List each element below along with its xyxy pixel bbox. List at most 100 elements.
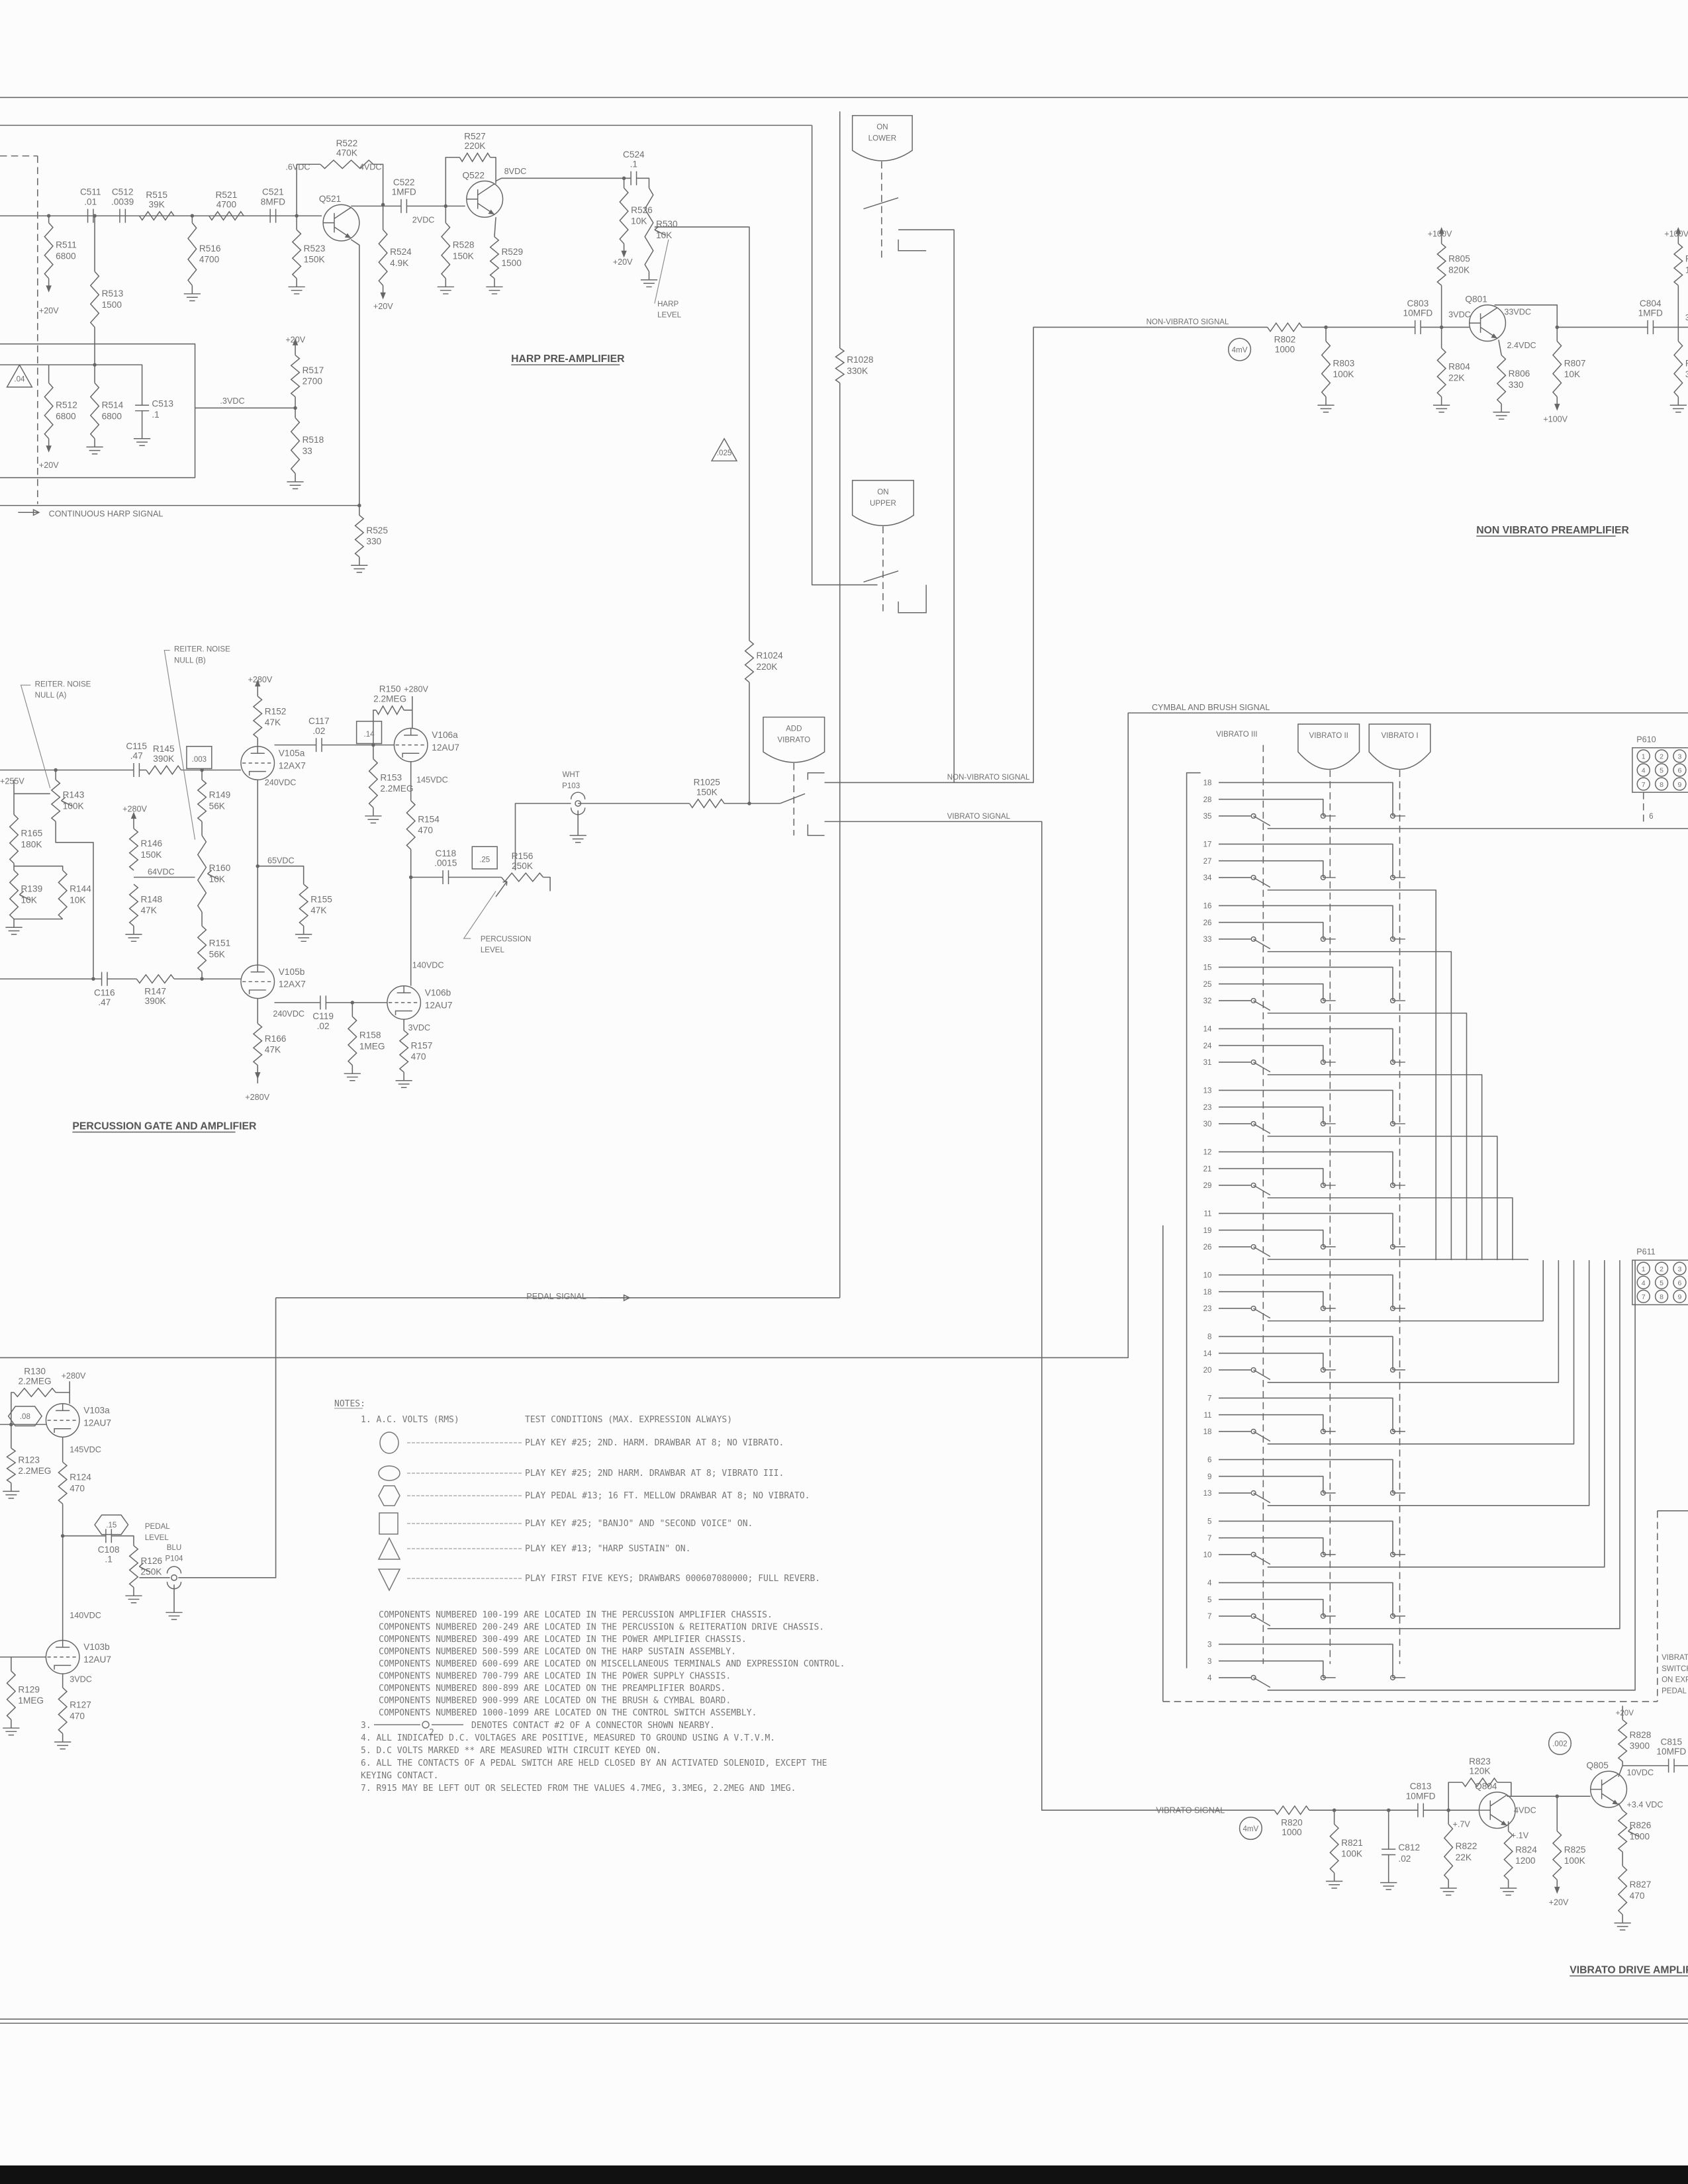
vibrato-input-label: VIBRATO SIGNAL	[1156, 1805, 1225, 1815]
wire	[1219, 1537, 1324, 1555]
resistor-r144	[58, 870, 68, 920]
test-condition-text: PLAY KEY #25; 2ND. HARM. DRAWBAR AT 8; N…	[525, 1438, 784, 1448]
resistor-r825	[1552, 1831, 1562, 1880]
connector-pin-icon	[1636, 1289, 1650, 1304]
r144-ref-label: R144	[70, 884, 91, 894]
resistor-r150	[375, 705, 404, 715]
wire	[636, 177, 650, 189]
wire	[258, 865, 305, 885]
ground-icon	[1433, 404, 1450, 413]
resistor-r513	[89, 271, 100, 328]
junction-dot	[381, 203, 385, 207]
voltage-label: 4VDC	[359, 163, 382, 172]
supply-arrow-icon	[130, 811, 137, 819]
switch-blade-icon	[1253, 1431, 1405, 1442]
note-3-pin-number: 2	[429, 1728, 434, 1738]
switch-contact-icon	[1389, 874, 1396, 881]
voltage-label: 33VDC	[1504, 308, 1531, 317]
switch-contact-number: 17	[1203, 841, 1212, 849]
vibrato-ii-switch	[1297, 723, 1360, 770]
switch-contact-icon	[1320, 1367, 1326, 1373]
connector-pin-icon	[1636, 763, 1650, 777]
voltage-label: +20V	[39, 461, 59, 470]
voltage-label: 140VDC	[70, 1611, 101, 1620]
switch-contact-icon	[1320, 1674, 1326, 1681]
reiter-null-a-label: NULL (A)	[35, 692, 67, 700]
wire	[0, 364, 143, 406]
voltage-label: 145VDC	[70, 1445, 101, 1454]
switch-contact-number: 19	[1203, 1227, 1212, 1235]
v105b-ref-label: V105b	[279, 967, 305, 977]
v103b-type-label: 12AU7	[83, 1655, 111, 1664]
add-vibrato-switch-label: ADD	[786, 725, 802, 733]
r822-ref-label: R822	[1456, 1841, 1477, 1851]
capacitor-c119	[320, 995, 327, 1010]
switch-contact-number: 4	[1207, 1674, 1212, 1682]
r155-value-label: 47K	[310, 905, 326, 915]
switch-contact-number: 14	[1203, 1350, 1212, 1358]
switch-contact-number: 4	[1207, 1580, 1212, 1588]
wire	[373, 163, 384, 230]
note-3-number: 3.	[361, 1721, 371, 1731]
on-lower-switch-label: ON	[876, 124, 888, 132]
resistor-r805	[1436, 243, 1447, 286]
r1028-ref-label: R1028	[847, 355, 873, 365]
wht-p103-label: P103	[562, 782, 580, 790]
c117-value-label: .02	[312, 726, 325, 736]
capacitor-c522	[400, 199, 408, 213]
resistor-r811	[1673, 243, 1683, 286]
voltage-label: 3VDC	[1448, 310, 1471, 320]
test-point-value: 4mV	[1243, 1825, 1259, 1833]
test-point-value: .04	[14, 375, 25, 383]
resistor-r127	[58, 1687, 68, 1735]
resistor-r155	[299, 884, 309, 927]
r149-value-label: 56K	[209, 801, 225, 811]
junction-dot	[747, 801, 751, 805]
junction-dot	[200, 977, 204, 981]
switch-blade-icon	[1253, 1000, 1405, 1011]
r806-value-label: 330	[1509, 380, 1524, 390]
v106a-ref-label: V106a	[432, 730, 458, 740]
connector-pin-icon	[1636, 777, 1650, 791]
r524-value-label: 4.9K	[390, 258, 408, 268]
r150-value-label: 2.2MEG	[373, 694, 406, 704]
wire	[1267, 1260, 1544, 1322]
legend-circle-icon	[379, 1432, 399, 1454]
switch-contact-icon	[1320, 1613, 1326, 1619]
vibrato-i-switch-label: VIBRATO I	[1381, 732, 1418, 740]
connector-pin-icon	[1654, 1289, 1669, 1304]
voltage-label: +100V	[1428, 230, 1452, 239]
component-location-note: COMPONENTS NUMBERED 800-899 ARE LOCATED …	[379, 1684, 726, 1694]
on-lower-switch	[851, 114, 913, 161]
notes-heading: NOTES:	[334, 1399, 365, 1409]
switch-contact-icon	[1250, 1305, 1256, 1312]
junction-dot	[357, 504, 361, 508]
note-text: KEYING CONTACT.	[361, 1771, 438, 1781]
wire	[1219, 966, 1393, 1001]
resistor-r129	[6, 1670, 17, 1720]
scan-edge-band	[0, 2165, 1688, 2184]
resistor-r526	[619, 187, 629, 244]
wire	[1267, 1260, 1605, 1568]
switch-contact-icon	[1320, 1490, 1326, 1496]
connector-pin-icon	[1636, 749, 1650, 763]
voltage-label: +.7V	[1452, 1819, 1470, 1829]
c119-value-label: .02	[317, 1021, 330, 1031]
r811-value-label: 1 MEG	[1685, 265, 1688, 275]
supply-arrow-icon	[621, 250, 627, 258]
resistor-r153	[368, 758, 379, 808]
switch-contact-number: 29	[1203, 1182, 1212, 1190]
c813-value-label: 10MFD	[1406, 1791, 1436, 1801]
switch-contact-number: 14	[1203, 1026, 1212, 1034]
ground-icon	[1440, 1888, 1457, 1896]
c108-value-label: .1	[105, 1555, 112, 1565]
potentiometer-wiper-icon	[207, 870, 219, 880]
wire	[495, 177, 632, 182]
voltage-label: .6VDC	[285, 163, 310, 172]
r147-ref-label: R147	[144, 986, 166, 996]
r127-ref-label: R127	[70, 1700, 91, 1710]
wire	[1219, 1274, 1393, 1308]
c803-value-label: 10MFD	[1403, 308, 1432, 318]
c513-value-label: .1	[152, 410, 159, 420]
wire	[1267, 889, 1437, 1261]
